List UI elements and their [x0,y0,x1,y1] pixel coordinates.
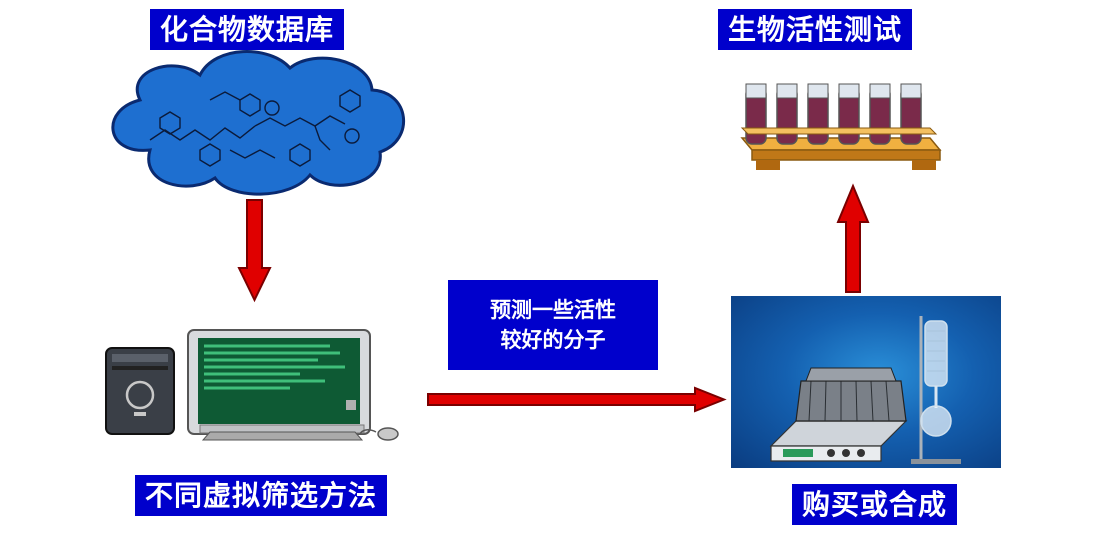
synthesis-apparatus-photo [731,296,1001,468]
predict-line-1: 预测一些活性 [490,298,616,322]
desktop-computer-icon [105,329,399,441]
bioactivity-test-label: 生物活性测试 [718,9,913,50]
predict-line-2: 较好的分子 [500,328,606,352]
test-tube-rack-icon [740,83,942,170]
predict-active-molecules-label: 预测一些活性 较好的分子 [448,280,658,370]
arrow-right-icon [427,386,727,413]
arrow-down-icon [237,199,272,303]
monitor-screen-lines [204,344,345,390]
virtual-screening-label: 不同虚拟筛选方法 [135,475,388,516]
arrow-up-icon [836,183,870,293]
compound-database-label: 化合物数据库 [150,9,345,50]
purchase-synthesis-label: 购买或合成 [792,484,958,525]
molecule-cloud-icon [111,50,405,196]
